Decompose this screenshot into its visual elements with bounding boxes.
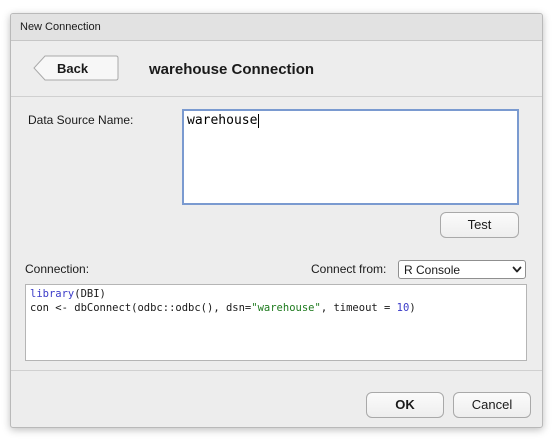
ok-button[interactable]: OK <box>366 392 444 418</box>
code-string: "warehouse" <box>251 302 321 314</box>
code-keyword: library <box>30 288 75 300</box>
window-title: New Connection <box>20 21 101 33</box>
test-button[interactable]: Test <box>440 212 519 238</box>
code-number: 10 <box>396 302 410 314</box>
code-text: (DBI) <box>74 288 106 300</box>
code-text: , timeout = <box>320 302 397 314</box>
page-title: warehouse Connection <box>149 61 315 78</box>
back-button-label: Back <box>57 61 89 76</box>
data-source-name-label: Data Source Name: <box>28 113 134 127</box>
back-arrow-icon <box>33 55 119 81</box>
connection-code-editor[interactable]: library(DBI) con <- dbConnect(odbc::odbc… <box>25 284 527 361</box>
back-button[interactable]: Back <box>33 55 119 81</box>
connect-from-selected-value: R Console <box>404 263 461 277</box>
connect-from-select[interactable]: R Console <box>398 260 526 279</box>
connect-from-label: Connect from: <box>311 262 387 276</box>
footer-divider <box>11 370 542 371</box>
new-connection-dialog: New Connection Back warehouse Connection… <box>10 13 543 428</box>
text-caret <box>258 114 260 128</box>
code-text: ) <box>409 302 416 314</box>
window-titlebar[interactable]: New Connection <box>11 14 542 41</box>
code-text: con <- dbConnect(odbc::odbc(), dsn= <box>30 302 252 314</box>
dialog-header: Back warehouse Connection <box>11 41 542 97</box>
data-source-name-value: warehouse <box>187 113 258 128</box>
cancel-button[interactable]: Cancel <box>453 392 531 418</box>
data-source-name-input[interactable]: warehouse <box>182 109 519 205</box>
connection-label: Connection: <box>25 262 90 276</box>
chevron-down-icon <box>512 266 522 273</box>
